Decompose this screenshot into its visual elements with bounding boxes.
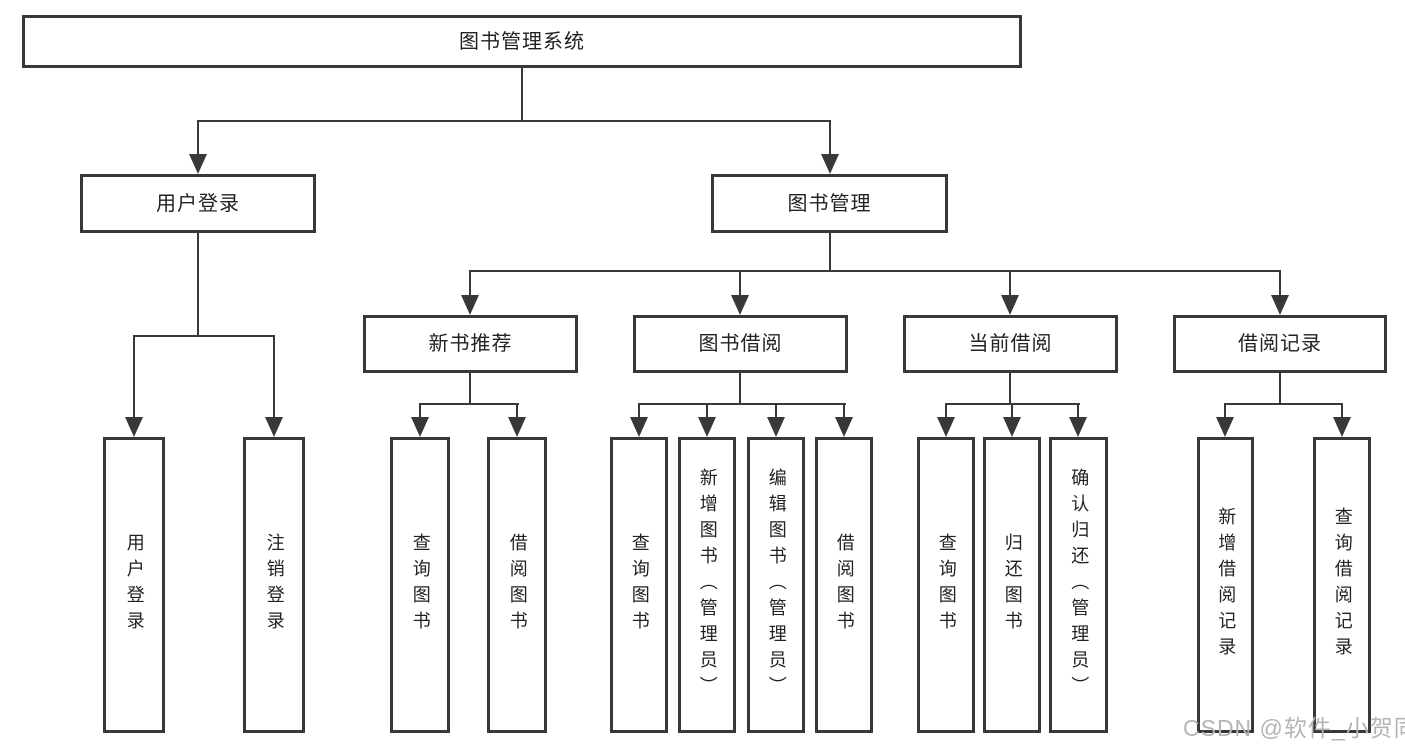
connector-sec0-rail <box>419 403 519 405</box>
leaf-add-borrow-record-label: 新增借阅记录 <box>1216 507 1237 663</box>
arrow-down-icon <box>1001 295 1019 315</box>
connector-drop <box>775 403 777 419</box>
node-current-borrowing: 当前借阅 <box>903 315 1118 373</box>
connector-drop <box>516 403 518 419</box>
arrow-down-icon <box>125 417 143 437</box>
arrow-down-icon <box>265 417 283 437</box>
leaf-query-books-2-label: 查询图书 <box>629 533 650 637</box>
arrow-down-icon <box>630 417 648 437</box>
arrow-down-icon <box>1333 417 1351 437</box>
connector-drop <box>1224 403 1226 419</box>
node-new-book-recommend: 新书推荐 <box>363 315 578 373</box>
node-book-management: 图书管理 <box>711 174 948 233</box>
arrow-down-icon <box>1069 417 1087 437</box>
arrow-down-icon <box>767 417 785 437</box>
node-user-login: 用户登录 <box>80 174 316 233</box>
leaf-edit-book-admin-label: 编辑图书（管理员） <box>766 468 787 702</box>
leaf-borrow-books-1: 借阅图书 <box>487 437 547 733</box>
node-book-borrowing: 图书借阅 <box>633 315 848 373</box>
connector-user-stub <box>197 233 199 337</box>
connector-user-rail <box>133 335 275 337</box>
node-new-book-recommend-label: 新书推荐 <box>428 333 513 355</box>
arrow-down-icon <box>698 417 716 437</box>
connector-drop-sec0 <box>469 270 471 297</box>
connector-sec3-rail <box>1224 403 1343 405</box>
leaf-borrow-books-2: 借阅图书 <box>815 437 873 733</box>
leaf-query-borrow-record: 查询借阅记录 <box>1313 437 1371 733</box>
connector-drop-user <box>197 120 199 156</box>
leaf-edit-book-admin: 编辑图书（管理员） <box>747 437 805 733</box>
arrow-down-icon <box>461 295 479 315</box>
connector-drop <box>638 403 640 419</box>
arrow-down-icon <box>1003 417 1021 437</box>
leaf-add-book-admin: 新增图书（管理员） <box>678 437 736 733</box>
connector-drop <box>706 403 708 419</box>
node-borrow-records: 借阅记录 <box>1173 315 1387 373</box>
connector-sec3-stub <box>1279 373 1281 405</box>
connector-drop <box>419 403 421 419</box>
leaf-confirm-return-admin: 确认归还（管理员） <box>1049 437 1108 733</box>
arrow-down-icon <box>821 154 839 174</box>
leaf-user-login: 用户登录 <box>103 437 165 733</box>
node-book-management-label: 图书管理 <box>787 192 872 215</box>
node-user-login-label: 用户登录 <box>156 192 240 215</box>
connector-drop-book <box>829 120 831 156</box>
connector-sec2-stub <box>1009 373 1011 405</box>
connector-root-stub <box>521 68 523 122</box>
arrow-down-icon <box>1271 295 1289 315</box>
leaf-logout: 注销登录 <box>243 437 305 733</box>
connector-sec1-rail <box>638 403 846 405</box>
arrow-down-icon <box>937 417 955 437</box>
leaf-logout-label: 注销登录 <box>264 533 285 637</box>
connector-drop <box>1341 403 1343 419</box>
connector-drop-sec3 <box>1279 270 1281 297</box>
connector-drop <box>945 403 947 419</box>
leaf-query-books-1-label: 查询图书 <box>410 533 431 637</box>
node-current-borrowing-label: 当前借阅 <box>968 333 1053 355</box>
leaf-return-book-label: 归还图书 <box>1002 533 1023 637</box>
leaf-borrow-books-1-label: 借阅图书 <box>507 533 528 637</box>
connector-sec1-stub <box>739 373 741 405</box>
connector-level3-rail <box>469 270 1281 272</box>
connector-book-stub <box>829 233 831 272</box>
node-root-label: 图书管理系统 <box>459 30 585 53</box>
node-root: 图书管理系统 <box>22 15 1022 68</box>
connector-drop-sec2 <box>1009 270 1011 297</box>
leaf-query-borrow-record-label: 查询借阅记录 <box>1332 507 1353 663</box>
node-book-borrowing-label: 图书借阅 <box>698 333 783 355</box>
connector-sec0-stub <box>469 373 471 405</box>
arrow-down-icon <box>731 295 749 315</box>
leaf-confirm-return-admin-label: 确认归还（管理员） <box>1069 468 1090 702</box>
arrow-down-icon <box>189 154 207 174</box>
leaf-query-books-3: 查询图书 <box>917 437 975 733</box>
connector-drop <box>1011 403 1013 419</box>
arrow-down-icon <box>835 417 853 437</box>
node-borrow-records-label: 借阅记录 <box>1238 333 1322 355</box>
leaf-add-borrow-record: 新增借阅记录 <box>1197 437 1254 733</box>
leaf-borrow-books-2-label: 借阅图书 <box>834 533 855 637</box>
connector-drop-sec1 <box>739 270 741 297</box>
connector-drop-logout <box>273 335 275 419</box>
arrow-down-icon <box>1216 417 1234 437</box>
leaf-query-books-1: 查询图书 <box>390 437 450 733</box>
connector-drop <box>1077 403 1079 419</box>
leaf-query-books-2: 查询图书 <box>610 437 668 733</box>
leaf-add-book-admin-label: 新增图书（管理员） <box>697 468 718 702</box>
connector-drop-user-login <box>133 335 135 419</box>
connector-drop <box>843 403 845 419</box>
connector-level2-rail <box>197 120 831 122</box>
arrow-down-icon <box>508 417 526 437</box>
arrow-down-icon <box>411 417 429 437</box>
csdn-watermark: CSDN @软件_小贺同学 <box>1183 715 1405 741</box>
leaf-user-login-label: 用户登录 <box>124 533 145 637</box>
leaf-return-book: 归还图书 <box>983 437 1041 733</box>
leaf-query-books-3-label: 查询图书 <box>936 533 957 637</box>
